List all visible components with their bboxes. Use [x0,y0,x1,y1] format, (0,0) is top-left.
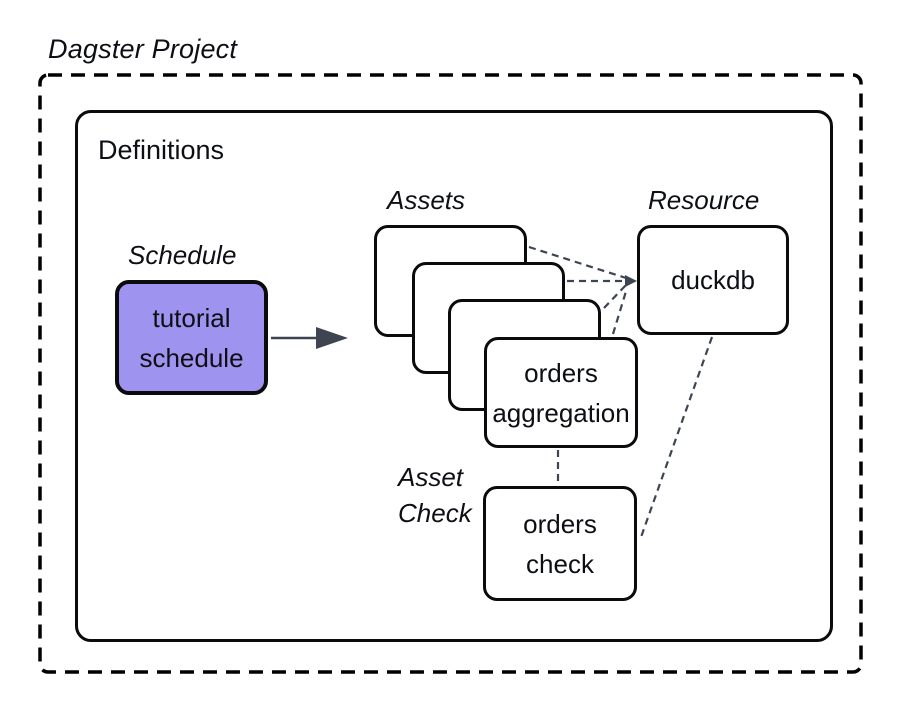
schedule-section-label: Schedule [128,240,237,270]
definitions-label: Definitions [98,135,225,165]
diagram-title: Dagster Project [48,34,238,64]
schedule-node-label: tutorial schedule [139,302,244,373]
resource-section-label: Resource [648,185,760,215]
asset-node-orders-aggregation: orders aggregation [484,337,638,448]
asset-check-node-orders-check: orders check [483,486,637,601]
asset-node-label: orders aggregation [492,357,630,428]
schedule-node-tutorial-schedule: tutorial schedule [115,280,268,395]
assets-section-label: Assets [387,185,466,215]
resource-node-duckdb: duckdb [637,225,789,335]
resource-node-label: duckdb [671,265,755,295]
asset-check-node-label: orders check [523,508,597,579]
asset-check-section-label: Asset Check [398,462,472,528]
